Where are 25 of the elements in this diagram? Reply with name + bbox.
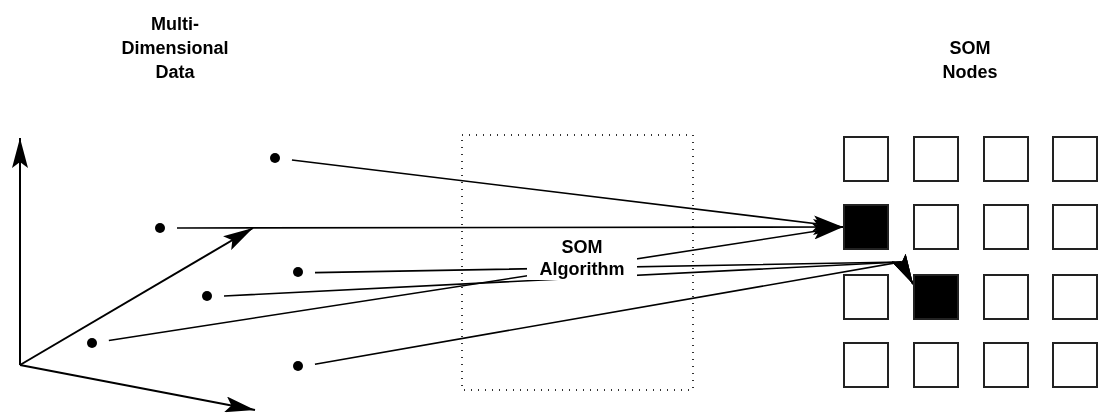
- data-point: [87, 338, 97, 348]
- som-node: [983, 274, 1029, 320]
- som-node: [1052, 136, 1098, 182]
- som-node: [983, 342, 1029, 388]
- data-point: [270, 153, 280, 163]
- som-node: [913, 136, 959, 182]
- winning-som-node: [913, 274, 959, 320]
- heading: Multi- Dimensional Data: [120, 13, 230, 84]
- som-node: [913, 342, 959, 388]
- som-node: [1052, 342, 1098, 388]
- som-node: [843, 274, 889, 320]
- som-node: [983, 136, 1029, 182]
- som-node: [983, 204, 1029, 250]
- heading: SOM Nodes: [941, 37, 999, 84]
- som-node: [843, 136, 889, 182]
- som-node: [1052, 204, 1098, 250]
- data-point: [293, 267, 303, 277]
- mapping-arrow: [314, 253, 914, 365]
- som-node: [843, 342, 889, 388]
- som-node: [1052, 274, 1098, 320]
- data-point: [202, 291, 212, 301]
- som-node: [913, 204, 959, 250]
- winning-som-node: [843, 204, 889, 250]
- data-point: [293, 361, 303, 371]
- data-point: [155, 223, 165, 233]
